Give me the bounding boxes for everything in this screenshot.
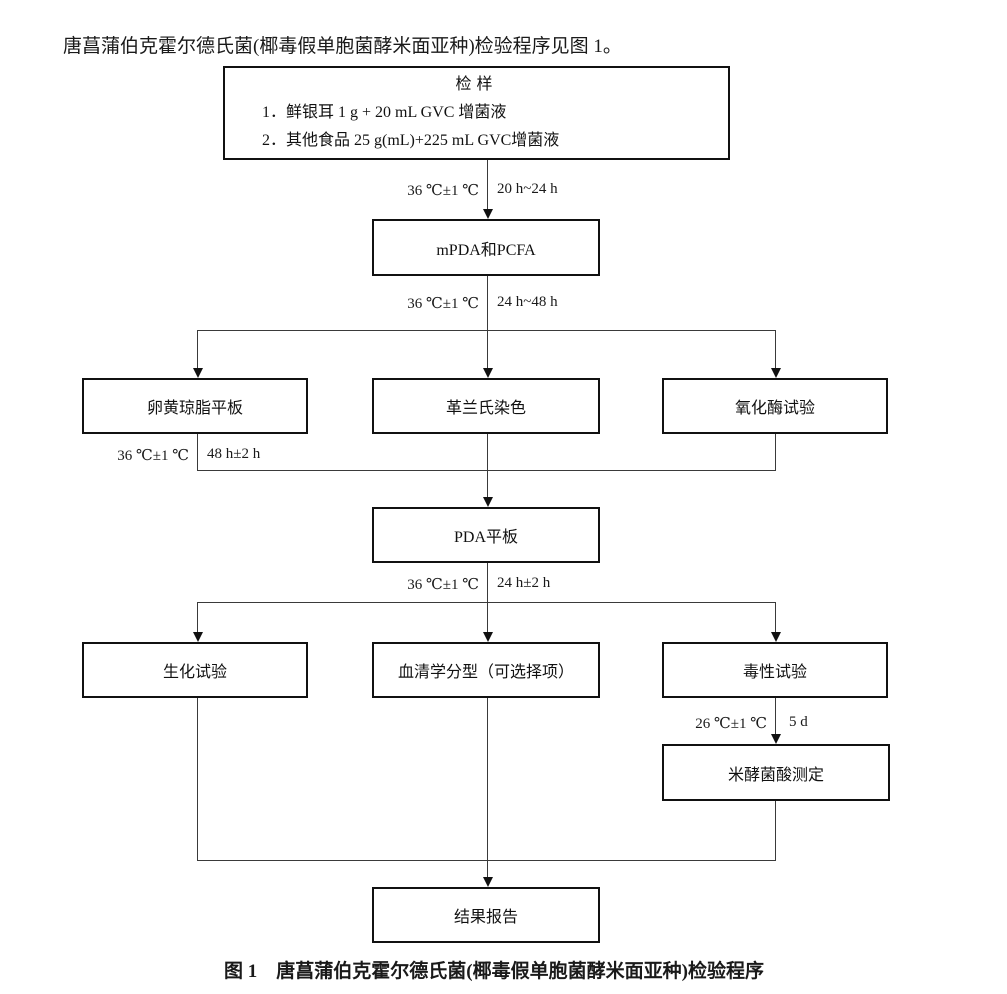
figure-caption: 图 1 唐菖蒲伯克霍尔德氏菌(椰毒假单胞菌酵米面亚种)检验程序 — [224, 961, 764, 982]
node-serotyping: 血清学分型（可选择项） — [372, 642, 600, 698]
line-gram-to-pda — [487, 434, 488, 498]
line-branch1-right — [775, 330, 776, 369]
line-enrichment-to-branch1 — [487, 276, 488, 330]
cond5-time: 5 d — [789, 714, 808, 730]
line-branch2-right — [775, 602, 776, 633]
arrow-into-enrichment — [483, 209, 493, 219]
arrow-into-bongkrekic — [771, 734, 781, 744]
arrow-into-gram-stain — [483, 368, 493, 378]
line-biochem-to-merge2 — [197, 698, 198, 861]
cond2-time: 24 h~48 h — [497, 294, 558, 310]
cond1-temp: 36 ℃±1 ℃ — [407, 183, 479, 199]
branch1-hline — [197, 330, 776, 331]
cond3-time: 48 h±2 h — [207, 446, 261, 462]
intro-text: 唐菖蒲伯克霍尔德氏菌(椰毒假单胞菌酵米面亚种)检验程序见图 1。 — [63, 36, 622, 57]
node-result-report: 结果报告 — [372, 887, 600, 943]
node-enrichment: mPDA和PCFA — [372, 219, 600, 276]
arrow-into-report — [483, 877, 493, 887]
arrow-into-toxicity — [771, 632, 781, 642]
line-bongkrekic-to-merge2 — [775, 801, 776, 861]
arrow-into-egg-yolk — [193, 368, 203, 378]
line-serotyping-to-report — [487, 698, 488, 878]
cond1-time: 20 h~24 h — [497, 181, 558, 197]
node-sampling-line2: 2．其他食品 25 g(mL)+225 mL GVC增菌液 — [262, 132, 560, 149]
node-oxidase-test: 氧化酶试验 — [662, 378, 888, 434]
node-toxicity-test: 毒性试验 — [662, 642, 888, 698]
line-branch1-mid — [487, 330, 488, 369]
line-branch2-mid — [487, 602, 488, 633]
node-egg-yolk-agar: 卵黄琼脂平板 — [82, 378, 308, 434]
line-eggyolk-to-merge1 — [197, 434, 198, 471]
node-bongkrekic-acid: 米酵菌酸测定 — [662, 744, 890, 801]
line-branch1-left — [197, 330, 198, 369]
node-sampling: 检样 1．鲜银耳 1 g + 20 mL GVC 增菌液 2．其他食品 25 g… — [223, 66, 730, 160]
merge2-hline — [197, 860, 776, 861]
cond3-temp: 36 ℃±1 ℃ — [117, 448, 189, 464]
node-biochemical-test: 生化试验 — [82, 642, 308, 698]
cond2-temp: 36 ℃±1 ℃ — [407, 296, 479, 312]
node-sampling-line1: 1．鲜银耳 1 g + 20 mL GVC 增菌液 — [262, 104, 507, 121]
line-sampling-to-enrichment — [487, 160, 488, 211]
cond5-temp: 26 ℃±1 ℃ — [695, 716, 767, 732]
arrow-into-serotyping — [483, 632, 493, 642]
merge1-hline — [197, 470, 776, 471]
node-gram-stain: 革兰氏染色 — [372, 378, 600, 434]
line-branch2-left — [197, 602, 198, 633]
node-pda-plate: PDA平板 — [372, 507, 600, 563]
arrow-into-oxidase — [771, 368, 781, 378]
line-pda-to-branch2 — [487, 563, 488, 602]
arrow-into-pda — [483, 497, 493, 507]
line-oxidase-to-merge1 — [775, 434, 776, 471]
line-toxicity-to-bongkrekic — [775, 698, 776, 735]
branch2-hline — [197, 602, 776, 603]
cond4-time: 24 h±2 h — [497, 575, 551, 591]
cond4-temp: 36 ℃±1 ℃ — [407, 577, 479, 593]
node-sampling-title: 检样 — [455, 76, 498, 93]
arrow-into-biochemical — [193, 632, 203, 642]
